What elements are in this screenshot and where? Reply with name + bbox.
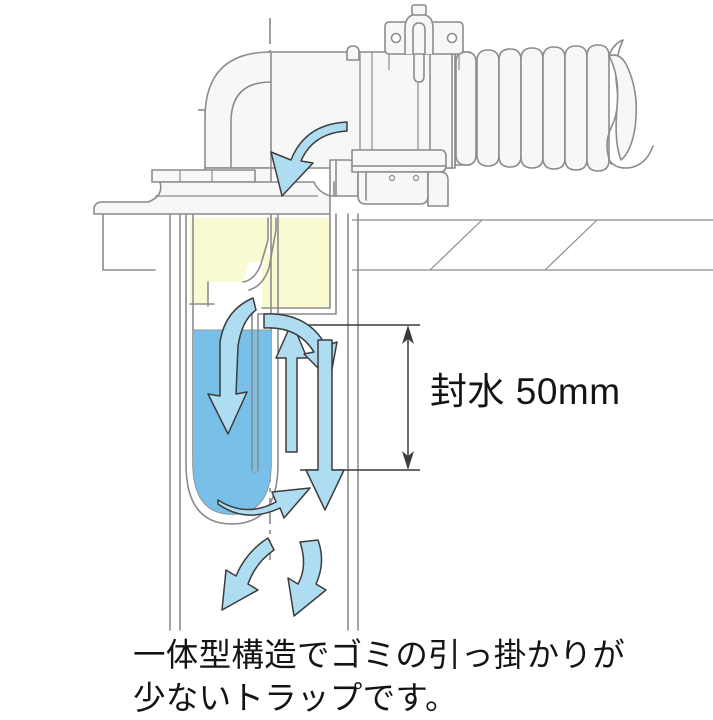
chamber-down-arrow: [207, 297, 257, 435]
corrugated-flexible-hose: [454, 39, 654, 172]
caption-line-1: 一体型構造でゴミの引っ掛かりが: [133, 637, 626, 673]
stack-down-arrow: [305, 339, 345, 511]
standpipe: [251, 307, 259, 474]
seal-water-dimension-label: 封水 50mm: [430, 371, 621, 412]
exit-right-arrow: [287, 539, 327, 617]
exit-left-arrow: [221, 537, 275, 611]
top-flange-plate: [93, 169, 331, 271]
outlet-fitting: [329, 149, 449, 207]
upper-chamber: [190, 218, 330, 308]
bowl-swirl-arrow: [217, 487, 311, 519]
clamp-bracket: [384, 4, 464, 83]
caption-block: 一体型構造でゴミの引っ掛かりが 少ないトラップです。: [133, 634, 693, 720]
flow-arrows: [207, 121, 348, 617]
water-up-arrow: [275, 321, 308, 453]
drain-stack: [169, 213, 359, 631]
caption-line-2: 少ないトラップです。: [133, 680, 458, 717]
floor-slab: [352, 219, 713, 271]
inflow-down-arrow: [270, 121, 348, 197]
